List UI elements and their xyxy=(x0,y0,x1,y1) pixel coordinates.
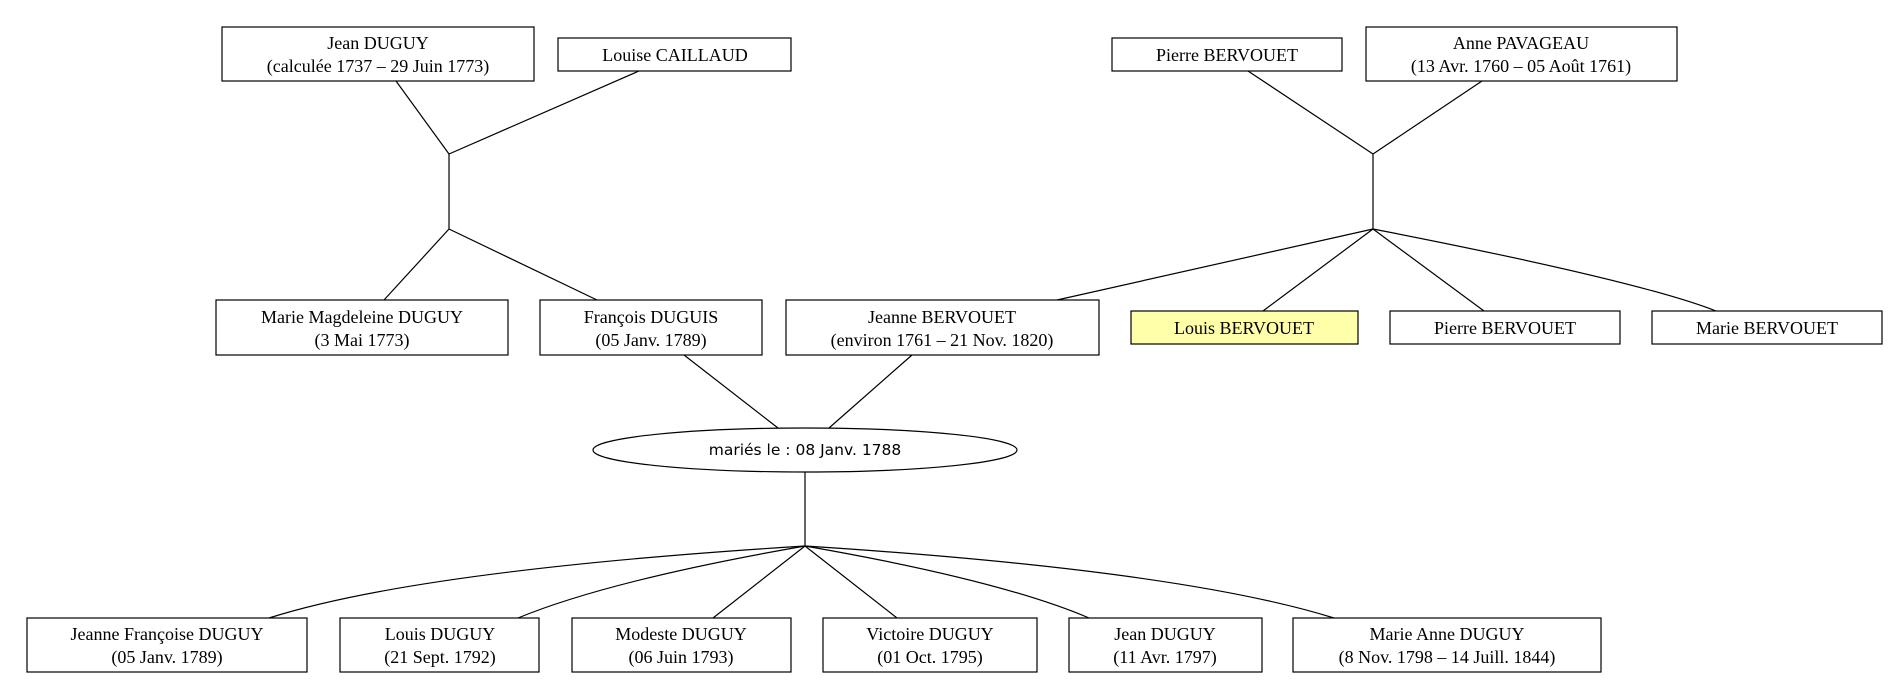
person-name: Victoire DUGUY xyxy=(866,624,993,644)
person-box-frame xyxy=(1068,617,1263,673)
edge-child-1 xyxy=(268,545,806,619)
person-box-frame xyxy=(1111,37,1343,72)
person-name: Louise CAILLAUD xyxy=(602,45,747,65)
edge-left-father xyxy=(395,80,450,155)
edge-right-wife xyxy=(1056,228,1374,301)
person-box-frame xyxy=(571,617,792,673)
person-box-frame-highlighted xyxy=(1130,310,1359,345)
person-name: François DUGUIS xyxy=(584,307,719,327)
person-name: Jeanne BERVOUET xyxy=(868,307,1016,327)
person-dates: (06 Juin 1793) xyxy=(629,647,734,668)
person-name: Jean DUGUY xyxy=(327,33,428,53)
person-dates: (environ 1761 – 21 Nov. 1820) xyxy=(831,330,1054,351)
person-name: Jeanne Françoise DUGUY xyxy=(71,624,264,644)
person-name: Louis DUGUY xyxy=(385,624,496,644)
person-pierre-bervouet-sibling-box[interactable]: Pierre BERVOUET xyxy=(1389,310,1621,345)
person-box-frame xyxy=(1365,26,1678,82)
person-box-frame xyxy=(1651,310,1883,345)
edge-right-mother xyxy=(1372,80,1483,155)
person-name: Marie Anne DUGUY xyxy=(1370,624,1525,644)
person-modeste-duguy-box[interactable]: Modeste DUGUY (06 Juin 1793) xyxy=(571,617,792,673)
person-name: Modeste DUGUY xyxy=(615,624,746,644)
person-box-frame xyxy=(339,617,540,673)
person-box-frame xyxy=(557,37,792,72)
person-dates: (calculée 1737 – 29 Juin 1773) xyxy=(267,56,489,77)
person-francois-duguis-box[interactable]: François DUGUIS (05 Janv. 1789) xyxy=(539,299,763,356)
person-name: Louis BERVOUET xyxy=(1174,318,1314,338)
person-marie-anne-duguy-box[interactable]: Marie Anne DUGUY (8 Nov. 1798 – 14 Juill… xyxy=(1292,617,1602,673)
edge-husband-marriage xyxy=(683,354,779,429)
person-jeanne-bervouet-box[interactable]: Jeanne BERVOUET (environ 1761 – 21 Nov. … xyxy=(785,299,1100,356)
person-box-frame xyxy=(822,617,1038,673)
person-name: Jean DUGUY xyxy=(1114,624,1215,644)
person-louis-bervouet-box[interactable]: Louis BERVOUET xyxy=(1130,310,1359,345)
person-dates: (11 Avr. 1797) xyxy=(1113,647,1217,668)
person-pierre-bervouet-father-box[interactable]: Pierre BERVOUET xyxy=(1111,37,1343,72)
edge-child-3 xyxy=(712,545,806,619)
person-jeanne-francoise-duguy-box[interactable]: Jeanne Françoise DUGUY (05 Janv. 1789) xyxy=(26,617,308,673)
person-name: Marie Magdeleine DUGUY xyxy=(261,307,463,327)
person-louise-caillaud-box[interactable]: Louise CAILLAUD xyxy=(557,37,792,72)
edge-right-father xyxy=(1247,70,1374,155)
edge-left-sibling xyxy=(383,228,450,301)
person-dates: (01 Oct. 1795) xyxy=(877,647,982,668)
person-anne-pavageau-box[interactable]: Anne PAVAGEAU (13 Avr. 1760 – 05 Août 17… xyxy=(1365,26,1678,82)
person-box-frame xyxy=(539,299,763,356)
marriage-label: mariés le : 08 Janv. 1788 xyxy=(709,441,902,459)
person-box-frame xyxy=(221,26,535,82)
person-louis-duguy-box[interactable]: Louis DUGUY (21 Sept. 1792) xyxy=(339,617,540,673)
connectors xyxy=(268,70,1717,619)
edge-right-pierre xyxy=(1372,228,1485,312)
person-dates: (05 Janv. 1789) xyxy=(111,647,222,668)
person-name: Pierre BERVOUET xyxy=(1434,318,1576,338)
person-marie-bervouet-box[interactable]: Marie BERVOUET xyxy=(1651,310,1883,345)
person-marie-magdeleine-duguy-box[interactable]: Marie Magdeleine DUGUY (3 Mai 1773) xyxy=(215,299,509,356)
person-box-frame xyxy=(1389,310,1621,345)
person-jean-duguy-box[interactable]: Jean DUGUY (calculée 1737 – 29 Juin 1773… xyxy=(221,26,535,82)
edge-right-louis xyxy=(1262,228,1374,312)
edge-left-husband xyxy=(448,228,598,301)
person-dates: (05 Janv. 1789) xyxy=(595,330,706,351)
edge-child-2 xyxy=(517,545,806,619)
person-box-frame xyxy=(215,299,509,356)
person-dates: (3 Mai 1773) xyxy=(315,330,410,351)
edge-child-4 xyxy=(804,545,898,619)
person-jean-duguy-child-box[interactable]: Jean DUGUY (11 Avr. 1797) xyxy=(1068,617,1263,673)
person-dates: (8 Nov. 1798 – 14 Juill. 1844) xyxy=(1339,647,1556,668)
person-name: Anne PAVAGEAU xyxy=(1453,33,1589,53)
person-victoire-duguy-box[interactable]: Victoire DUGUY (01 Oct. 1795) xyxy=(822,617,1038,673)
marriage-node[interactable]: mariés le : 08 Janv. 1788 xyxy=(592,427,1018,473)
marriage-ellipse xyxy=(592,427,1018,473)
edge-wife-marriage xyxy=(828,354,913,429)
edge-left-mother xyxy=(448,70,640,155)
edge-child-5 xyxy=(804,545,1090,619)
person-name: Marie BERVOUET xyxy=(1696,318,1838,338)
person-box-frame xyxy=(1292,617,1602,673)
person-dates: (13 Avr. 1760 – 05 Août 1761) xyxy=(1411,56,1631,77)
person-box-frame xyxy=(785,299,1100,356)
person-name: Pierre BERVOUET xyxy=(1156,45,1298,65)
edge-right-marie xyxy=(1372,228,1717,312)
person-box-frame xyxy=(26,617,308,673)
person-dates: (21 Sept. 1792) xyxy=(384,647,496,668)
edge-child-6 xyxy=(804,545,1335,619)
